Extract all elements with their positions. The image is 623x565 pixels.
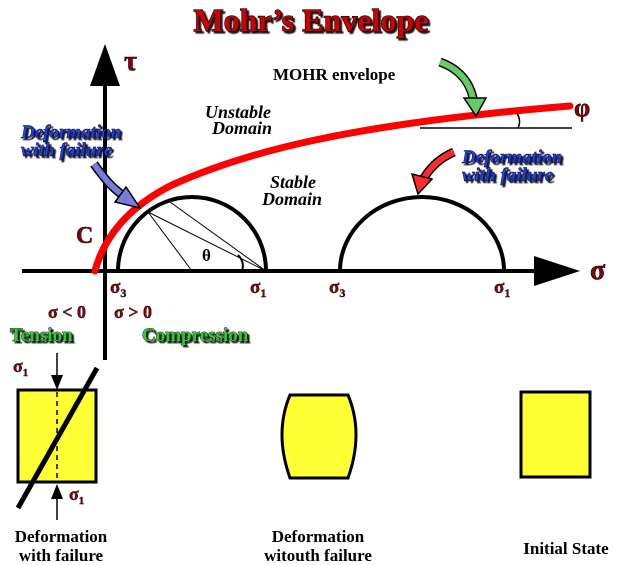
s3-b-sub: 3 <box>339 286 345 300</box>
left-callout-line2: with failure <box>21 140 113 161</box>
compression-label: Compression <box>142 325 249 346</box>
caption-initial-state: Initial State <box>523 539 609 558</box>
caption-without-failure-line2: witouth failure <box>264 546 372 565</box>
left-callout-arrow-shaft-fill <box>91 162 126 199</box>
caption-with-failure-line1: Deformation <box>15 527 108 546</box>
circle-1-radius-to-tangent <box>147 211 193 272</box>
envelope-pointer-arrow <box>438 57 488 118</box>
unstable-domain-label-line2: Domain <box>211 118 272 138</box>
stress-label-s1-top: σ1 <box>13 356 29 379</box>
svg-text:σ3: σ3 <box>110 277 126 300</box>
svg-text:σ3: σ3 <box>329 277 345 300</box>
s1-bottom-sub: 1 <box>79 495 85 507</box>
unstable-domain-label-line1: Unstable <box>205 102 271 122</box>
right-callout-line2: with failure <box>462 165 554 186</box>
specimen-initial-state <box>519 390 592 479</box>
sigma-negative-label: σ < 0 <box>48 302 86 322</box>
tau-axis-arrowhead <box>90 44 120 86</box>
specimen-with-failure <box>15 353 100 520</box>
stress-label-s1-a: σ1 <box>250 277 267 300</box>
specimen-without-failure <box>280 393 358 480</box>
s1-top-base: σ <box>13 356 23 376</box>
bottom-load-arrowhead <box>51 484 63 499</box>
circle-1-chord <box>169 201 267 272</box>
stable-domain-label-line1: Stable <box>270 172 316 192</box>
tau-axis-label: τ <box>124 46 137 77</box>
svg-text:σ1: σ1 <box>250 277 266 300</box>
mohr-circle-1-arc <box>116 195 268 272</box>
phi-label: φ <box>574 93 590 122</box>
page-title: Mohr’s Envelope <box>194 2 429 38</box>
s3-a-sub: 3 <box>120 286 126 300</box>
theta-angle-arc <box>237 254 244 272</box>
circle-1-radius-line <box>147 211 267 272</box>
stress-label-s3-b: σ3 <box>329 277 346 300</box>
cohesion-label: C <box>76 223 93 249</box>
right-callout-arrow-shaft-fill <box>421 149 456 180</box>
stress-label-s1-b: σ1 <box>494 277 511 300</box>
s1-a-base: σ <box>250 277 261 298</box>
phi-angle-arc <box>515 111 521 129</box>
right-callout-line1: Deformation <box>461 147 562 168</box>
envelope-pointer-arrowhead <box>462 97 488 118</box>
s1-a-sub: 1 <box>260 286 266 300</box>
theta-label: θ <box>202 246 211 265</box>
sigma-axis-arrowhead <box>534 256 580 286</box>
caption-with-failure-line2: with failure <box>19 546 104 565</box>
left-callout-arrow <box>90 161 142 210</box>
s1-b-sub: 1 <box>504 286 510 300</box>
stress-label-s1-bottom: σ1 <box>69 484 85 507</box>
sigma-positive-label: σ > 0 <box>114 302 152 322</box>
svg-text:σ1: σ1 <box>13 356 28 379</box>
s1-bottom-base: σ <box>69 484 79 504</box>
right-callout-arrowhead <box>410 172 434 196</box>
mohr-circle-1 <box>116 195 268 272</box>
stable-domain-label-line2: Domain <box>261 189 322 209</box>
mohr-envelope-curve <box>91 102 574 275</box>
stress-label-s3-a: σ3 <box>110 277 127 300</box>
sigma-axis-label: σ <box>590 255 606 286</box>
right-callout-arrow <box>410 147 456 196</box>
left-callout-arrowhead <box>113 185 142 210</box>
left-callout-line1: Deformation <box>20 122 121 143</box>
top-load-arrowhead <box>51 375 63 390</box>
mohr-envelope-label: MOHR envelope <box>273 65 396 84</box>
s3-a-base: σ <box>110 277 121 298</box>
s1-top-sub: 1 <box>23 367 29 379</box>
svg-text:σ1: σ1 <box>494 277 510 300</box>
tension-label: Tension <box>10 325 73 346</box>
mohr-circle-2-arc <box>338 195 506 272</box>
s1-b-base: σ <box>494 277 505 298</box>
axes <box>22 44 580 360</box>
svg-text:σ1: σ1 <box>69 484 84 507</box>
caption-without-failure-line1: Deformation <box>272 527 365 546</box>
s3-b-base: σ <box>329 277 340 298</box>
